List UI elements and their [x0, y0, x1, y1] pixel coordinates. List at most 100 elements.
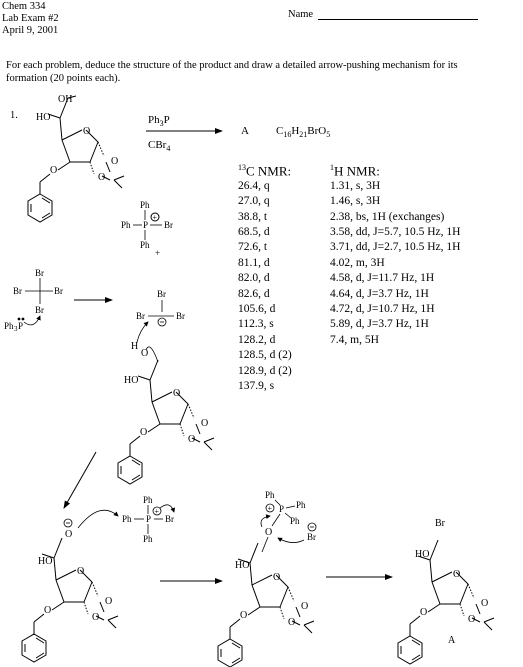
svg-text:O: O [201, 418, 208, 429]
svg-text:Ph: Ph [296, 500, 306, 510]
svg-text:P: P [143, 220, 148, 230]
svg-text:O: O [141, 348, 148, 359]
sm-ho-label: HO [36, 112, 50, 123]
c13-peak: 105.6, d [238, 302, 276, 315]
svg-text:Ph: Ph [122, 514, 132, 524]
c13-peak: 82.6, d [238, 287, 270, 300]
h1-peak: 4.64, d, J=3.7 Hz, 1H [330, 287, 429, 300]
c13-peak: 68.5, d [238, 225, 270, 238]
svg-text:+: + [268, 504, 273, 513]
svg-text:Ph: Ph [4, 321, 14, 331]
svg-text:Br: Br [54, 286, 63, 296]
svg-text:Br: Br [307, 532, 316, 542]
svg-text:Br: Br [35, 305, 44, 315]
h1-heading: 1H NMR: [330, 163, 380, 179]
svg-text:Ph: Ph [140, 240, 150, 250]
svg-text:O: O [468, 614, 475, 625]
svg-text:P: P [279, 504, 284, 514]
c13-peak: 26.4, q [238, 179, 270, 192]
c13-peak: 27.0, q [238, 195, 270, 208]
svg-text:Br: Br [13, 286, 22, 296]
svg-text:P: P [146, 514, 151, 524]
h1-peak: 4.02, m, 3H [330, 256, 385, 269]
c13-peak: 81.1, d [238, 256, 270, 269]
h1-peak: 2.38, bs, 1H (exchanges) [330, 210, 445, 223]
svg-text:Br: Br [157, 289, 166, 299]
svg-text:Br: Br [164, 220, 173, 230]
problem-number: 1. [10, 110, 18, 121]
svg-text:HO: HO [124, 375, 138, 386]
exam-title: Lab Exam #2 [2, 13, 59, 24]
svg-text:+: + [153, 213, 158, 222]
svg-text:Ph: Ph [121, 220, 131, 230]
name-label: Name [288, 9, 314, 20]
svg-text:O: O [83, 126, 90, 137]
svg-text:HO: HO [235, 560, 249, 571]
svg-text:O: O [273, 572, 280, 583]
svg-text:O: O [288, 617, 295, 628]
svg-text:O: O [188, 434, 195, 445]
course-title: Chem 334 [2, 1, 46, 12]
svg-text:HO: HO [415, 549, 429, 560]
c13-peak: 38.8, t [238, 210, 268, 223]
svg-text:H: H [131, 341, 138, 352]
svg-text:3: 3 [14, 325, 18, 333]
instructions-line2: formation (20 points each). [6, 73, 121, 84]
c13-peak: 72.6, t [238, 241, 268, 254]
svg-text:Ph: Ph [143, 495, 153, 505]
svg-text:Br: Br [136, 311, 145, 321]
svg-text:+: + [155, 248, 160, 258]
svg-text:O: O [301, 601, 308, 612]
svg-text:O: O [105, 596, 112, 607]
h1-peak: 3.58, dd, J=5.7, 10.5 Hz, 1H [330, 225, 461, 238]
h1-nmr-list: 1H NMR: 1.31, s, 3H 1.46, s, 3H 2.38, bs, … [330, 160, 460, 348]
product-a-label: A [448, 635, 456, 646]
svg-text:Br: Br [176, 311, 185, 321]
svg-text:O: O [453, 569, 460, 580]
svg-text:Br: Br [165, 514, 174, 524]
h1-peak: 1.31, s, 3H [330, 179, 381, 192]
svg-text:HO: HO [38, 556, 52, 567]
svg-text:O: O [173, 388, 180, 399]
c13-peak: 128.9, d (2) [238, 364, 292, 377]
product-formula: C16H21BrO5 [276, 125, 331, 140]
svg-text:O: O [65, 529, 72, 540]
svg-text:O: O [92, 612, 99, 623]
svg-text:O: O [77, 566, 84, 577]
instructions: For each problem, deduce the structure o… [6, 60, 458, 71]
svg-text:O: O [50, 165, 57, 176]
svg-text:O: O [111, 156, 118, 167]
svg-text:O: O [420, 607, 427, 618]
product-br-label: Br [435, 518, 446, 529]
h1-peak: 4.72, d, J=10.7 Hz, 1H [330, 302, 435, 315]
sm-oh-label: OH [58, 94, 72, 105]
reagent-ph3p: Ph3P [148, 114, 170, 129]
svg-text:P: P [18, 321, 23, 331]
c13-heading: 13C NMR: [238, 163, 292, 179]
svg-text:Ph: Ph [143, 534, 153, 544]
c13-nmr-list: 13C NMR: 26.4, q 27.0, q 38.8, t 68.5, d 72.… [238, 160, 292, 394]
svg-text:Ph: Ph [140, 200, 150, 210]
name-blank-line[interactable] [318, 19, 478, 20]
svg-text:O: O [481, 598, 488, 609]
svg-text:O: O [240, 610, 247, 621]
exam-date: April 9, 2001 [2, 25, 59, 36]
h1-peak: 1.46, s, 3H [330, 195, 381, 208]
h1-peak: 5.89, d, J=3.7 Hz, 1H [330, 318, 429, 331]
c13-peak: 82.0, d [238, 272, 270, 285]
svg-text:O: O [140, 427, 147, 438]
svg-text:O: O [98, 172, 105, 183]
c13-peak: 128.2, d [238, 333, 276, 346]
h1-peak: 3.71, dd, J=2.7, 10.5 Hz, 1H [330, 241, 461, 254]
svg-text:Ph: Ph [265, 490, 275, 500]
svg-text:O: O [44, 605, 51, 616]
c13-peak: 112.3, s [238, 318, 274, 331]
h1-peak: 4.58, d, J=11.7 Hz, 1H [330, 272, 435, 285]
svg-text:Ph: Ph [290, 516, 300, 526]
h1-peak: 7.4, m, 5H [330, 333, 379, 346]
svg-text:O: O [265, 527, 272, 538]
svg-text:+: + [155, 507, 160, 516]
svg-text:Br: Br [35, 268, 44, 278]
c13-peak: 128.5, d (2) [238, 349, 292, 362]
